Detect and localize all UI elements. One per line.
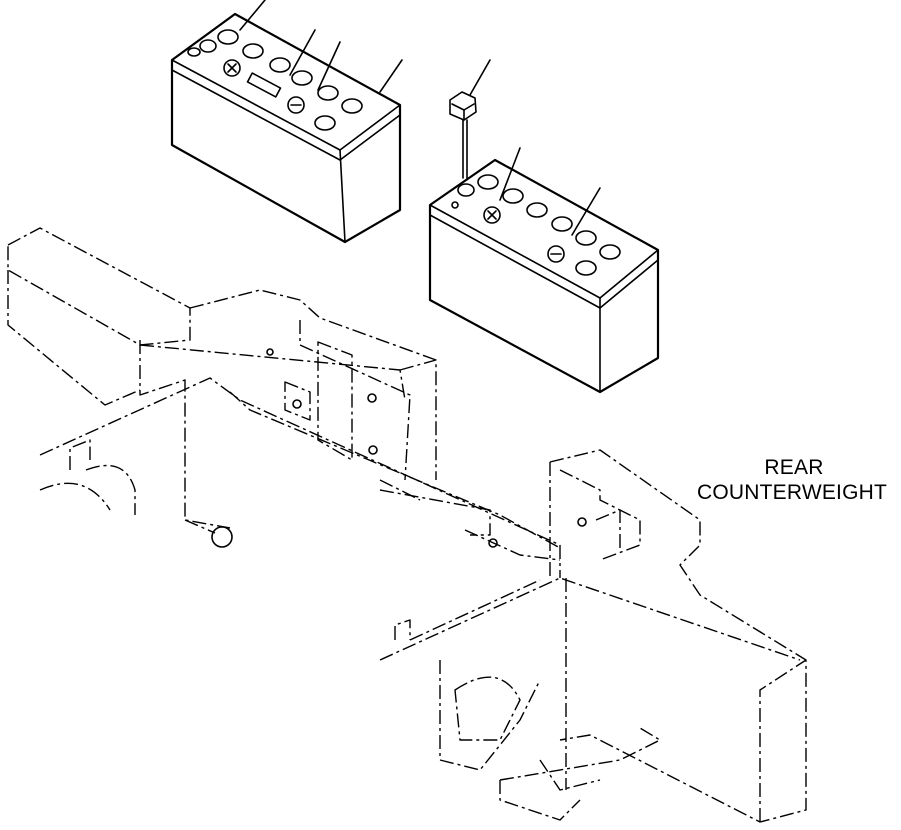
battery-2 [428,147,660,394]
positive-terminal-icon [223,59,241,77]
machine-frame [7,227,807,823]
negative-terminal-icon [547,245,565,263]
rear-counterweight-label-line1: REAR [764,456,824,479]
positive-terminal-icon [483,206,501,224]
battery-2-caps [457,174,621,276]
battery-1-caps [187,29,363,131]
battery-1 [170,0,403,244]
negative-terminal-icon [287,96,305,114]
terminal-nut [449,59,491,179]
rear-counterweight-label-line2: COUNTERWEIGHT [696,481,888,504]
